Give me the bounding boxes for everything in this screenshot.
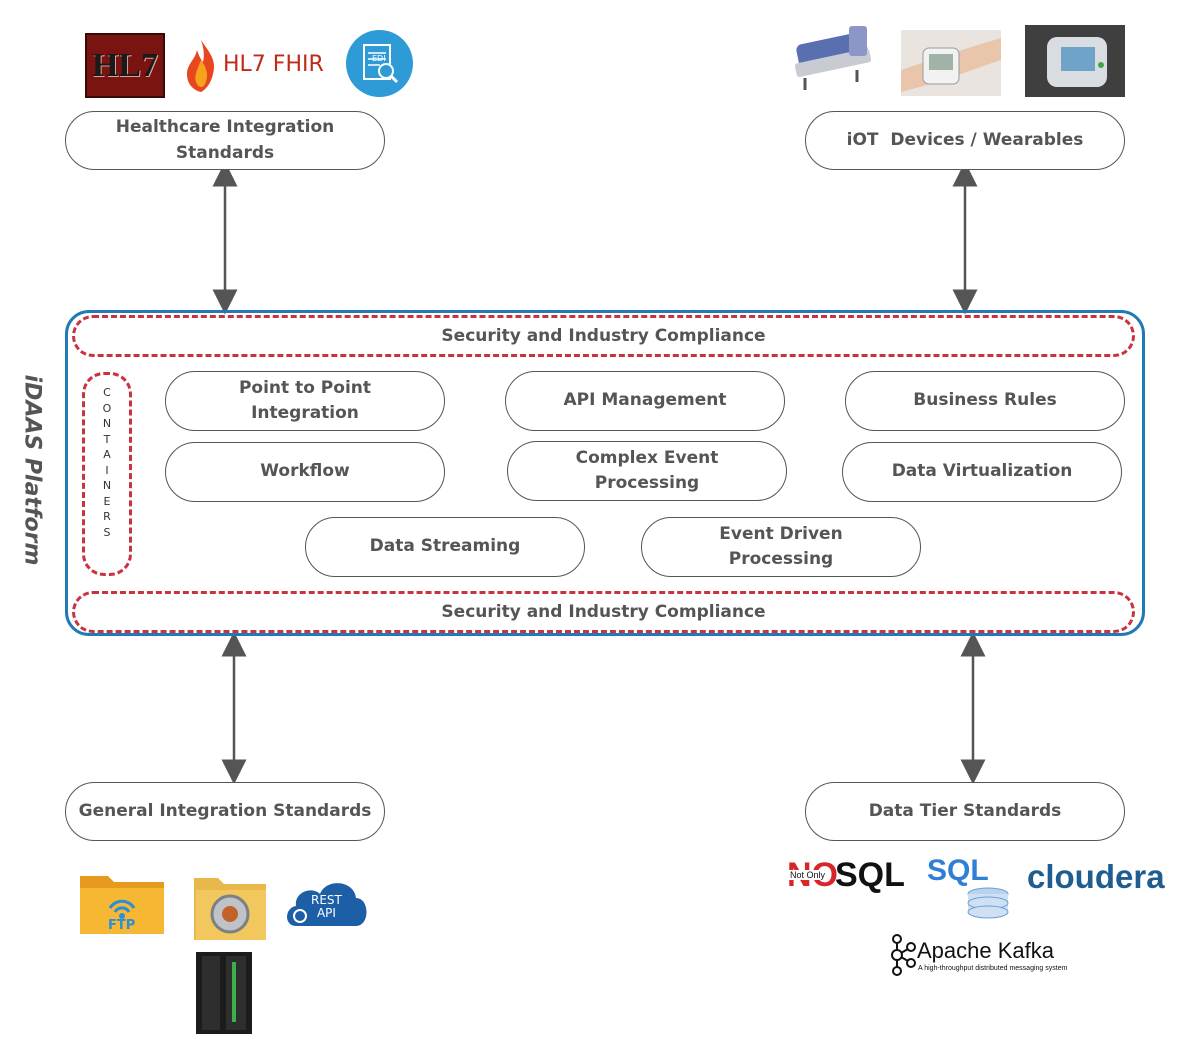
rest-api-text: REST API (311, 893, 342, 920)
general-integration-standards: General Integration Standards (65, 782, 385, 841)
hl7-fhir-logo: HL7 FHIR (183, 38, 333, 94)
containers-letter: I (105, 463, 109, 477)
security-compliance-top: Security and Industry Compliance (72, 315, 1135, 357)
data-tier-label: Data Tier Standards (868, 800, 1062, 821)
flame-icon (187, 40, 215, 92)
containers-letter: R (103, 510, 111, 523)
healthcare-label: Healthcare Integration Standards (115, 117, 335, 163)
iot-label: iOT Devices / Wearables (846, 129, 1084, 150)
cloudera-text: cloudera (1027, 858, 1165, 895)
healthcare-integration-standards: Healthcare Integration Standards (65, 111, 385, 170)
kafka-text: Apache Kafka (917, 938, 1054, 963)
general-label: General Integration Standards (78, 800, 372, 821)
hl7-logo-text: HL7 (91, 46, 159, 84)
server-hardware-image (196, 952, 252, 1034)
api-management: API Management (505, 371, 785, 431)
security-bottom-label: Security and Industry Compliance (441, 602, 766, 622)
containers-label: C O N T A I N E R S (85, 385, 129, 540)
edi-text: EDI (372, 54, 386, 63)
containers-letter: O (102, 401, 112, 415)
wrist-monitor-image (901, 30, 1001, 96)
containers-letter: E (103, 494, 111, 508)
hospital-bed-image (787, 20, 882, 95)
point-to-point-integration: Point to Point Integration (165, 371, 445, 431)
api-label: API Management (563, 390, 727, 411)
database-icon (967, 887, 1009, 919)
containers-letter: N (102, 417, 112, 430)
apache-kafka-logo: Apache Kafka A high-throughput distribut… (887, 933, 1087, 979)
document-search-icon (362, 43, 398, 83)
edi-logo: EDI (346, 30, 413, 97)
containers-letter: S (103, 525, 111, 539)
workflow: Workflow (165, 442, 445, 502)
data-virtualization: Data Virtualization (842, 442, 1122, 502)
data-streaming: Data Streaming (305, 517, 585, 577)
hl7-fhir-text: HL7 FHIR (223, 52, 324, 77)
containers-letter: T (103, 432, 111, 446)
kafka-tagline: A high-throughput distributed messaging … (918, 965, 1068, 972)
rest-api-cloud-icon: REST API (284, 868, 370, 934)
cep-label: Complex Event Processing (575, 447, 719, 494)
sql-logo: SQL (927, 854, 1013, 920)
ftp-folder-icon: FTP (78, 868, 166, 936)
nosql-logo: NO SQL Not Only (787, 856, 912, 894)
nosql-sql: SQL (835, 856, 905, 894)
data-tier-standards: Data Tier Standards (805, 782, 1125, 841)
sql-text: SQL (927, 854, 989, 887)
security-top-label: Security and Industry Compliance (441, 326, 766, 346)
idaas-platform-box (65, 310, 1145, 636)
secure-folder-icon (192, 872, 268, 942)
containers-letter: N (102, 479, 112, 492)
iot-devices-wearables: iOT Devices / Wearables (805, 111, 1125, 170)
containers-letter: A (103, 448, 111, 461)
complex-event-processing: Complex Event Processing (507, 441, 787, 501)
edp-label: Event Driven Processing (719, 523, 843, 570)
medical-pump-image (1025, 25, 1125, 97)
containers-letter: C (103, 386, 111, 399)
streaming-label: Data Streaming (369, 536, 521, 557)
kafka-icon (891, 934, 916, 976)
ftp-text: FTP (108, 918, 136, 933)
hl7-logo: HL7 (85, 33, 165, 98)
security-compliance-bottom: Security and Industry Compliance (72, 591, 1135, 633)
platform-label: iDAAS Platform (19, 374, 45, 566)
workflow-label: Workflow (260, 461, 350, 482)
p2p-label: Point to Point Integration (238, 377, 372, 424)
virtualization-label: Data Virtualization (891, 461, 1073, 482)
nosql-not-only: Not Only (789, 870, 827, 880)
cloudera-logo: cloudera (1027, 858, 1177, 898)
business-rules: Business Rules (845, 371, 1125, 431)
rules-label: Business Rules (913, 390, 1057, 411)
containers-box: C O N T A I N E R S (82, 372, 132, 576)
event-driven-processing: Event Driven Processing (641, 517, 921, 577)
